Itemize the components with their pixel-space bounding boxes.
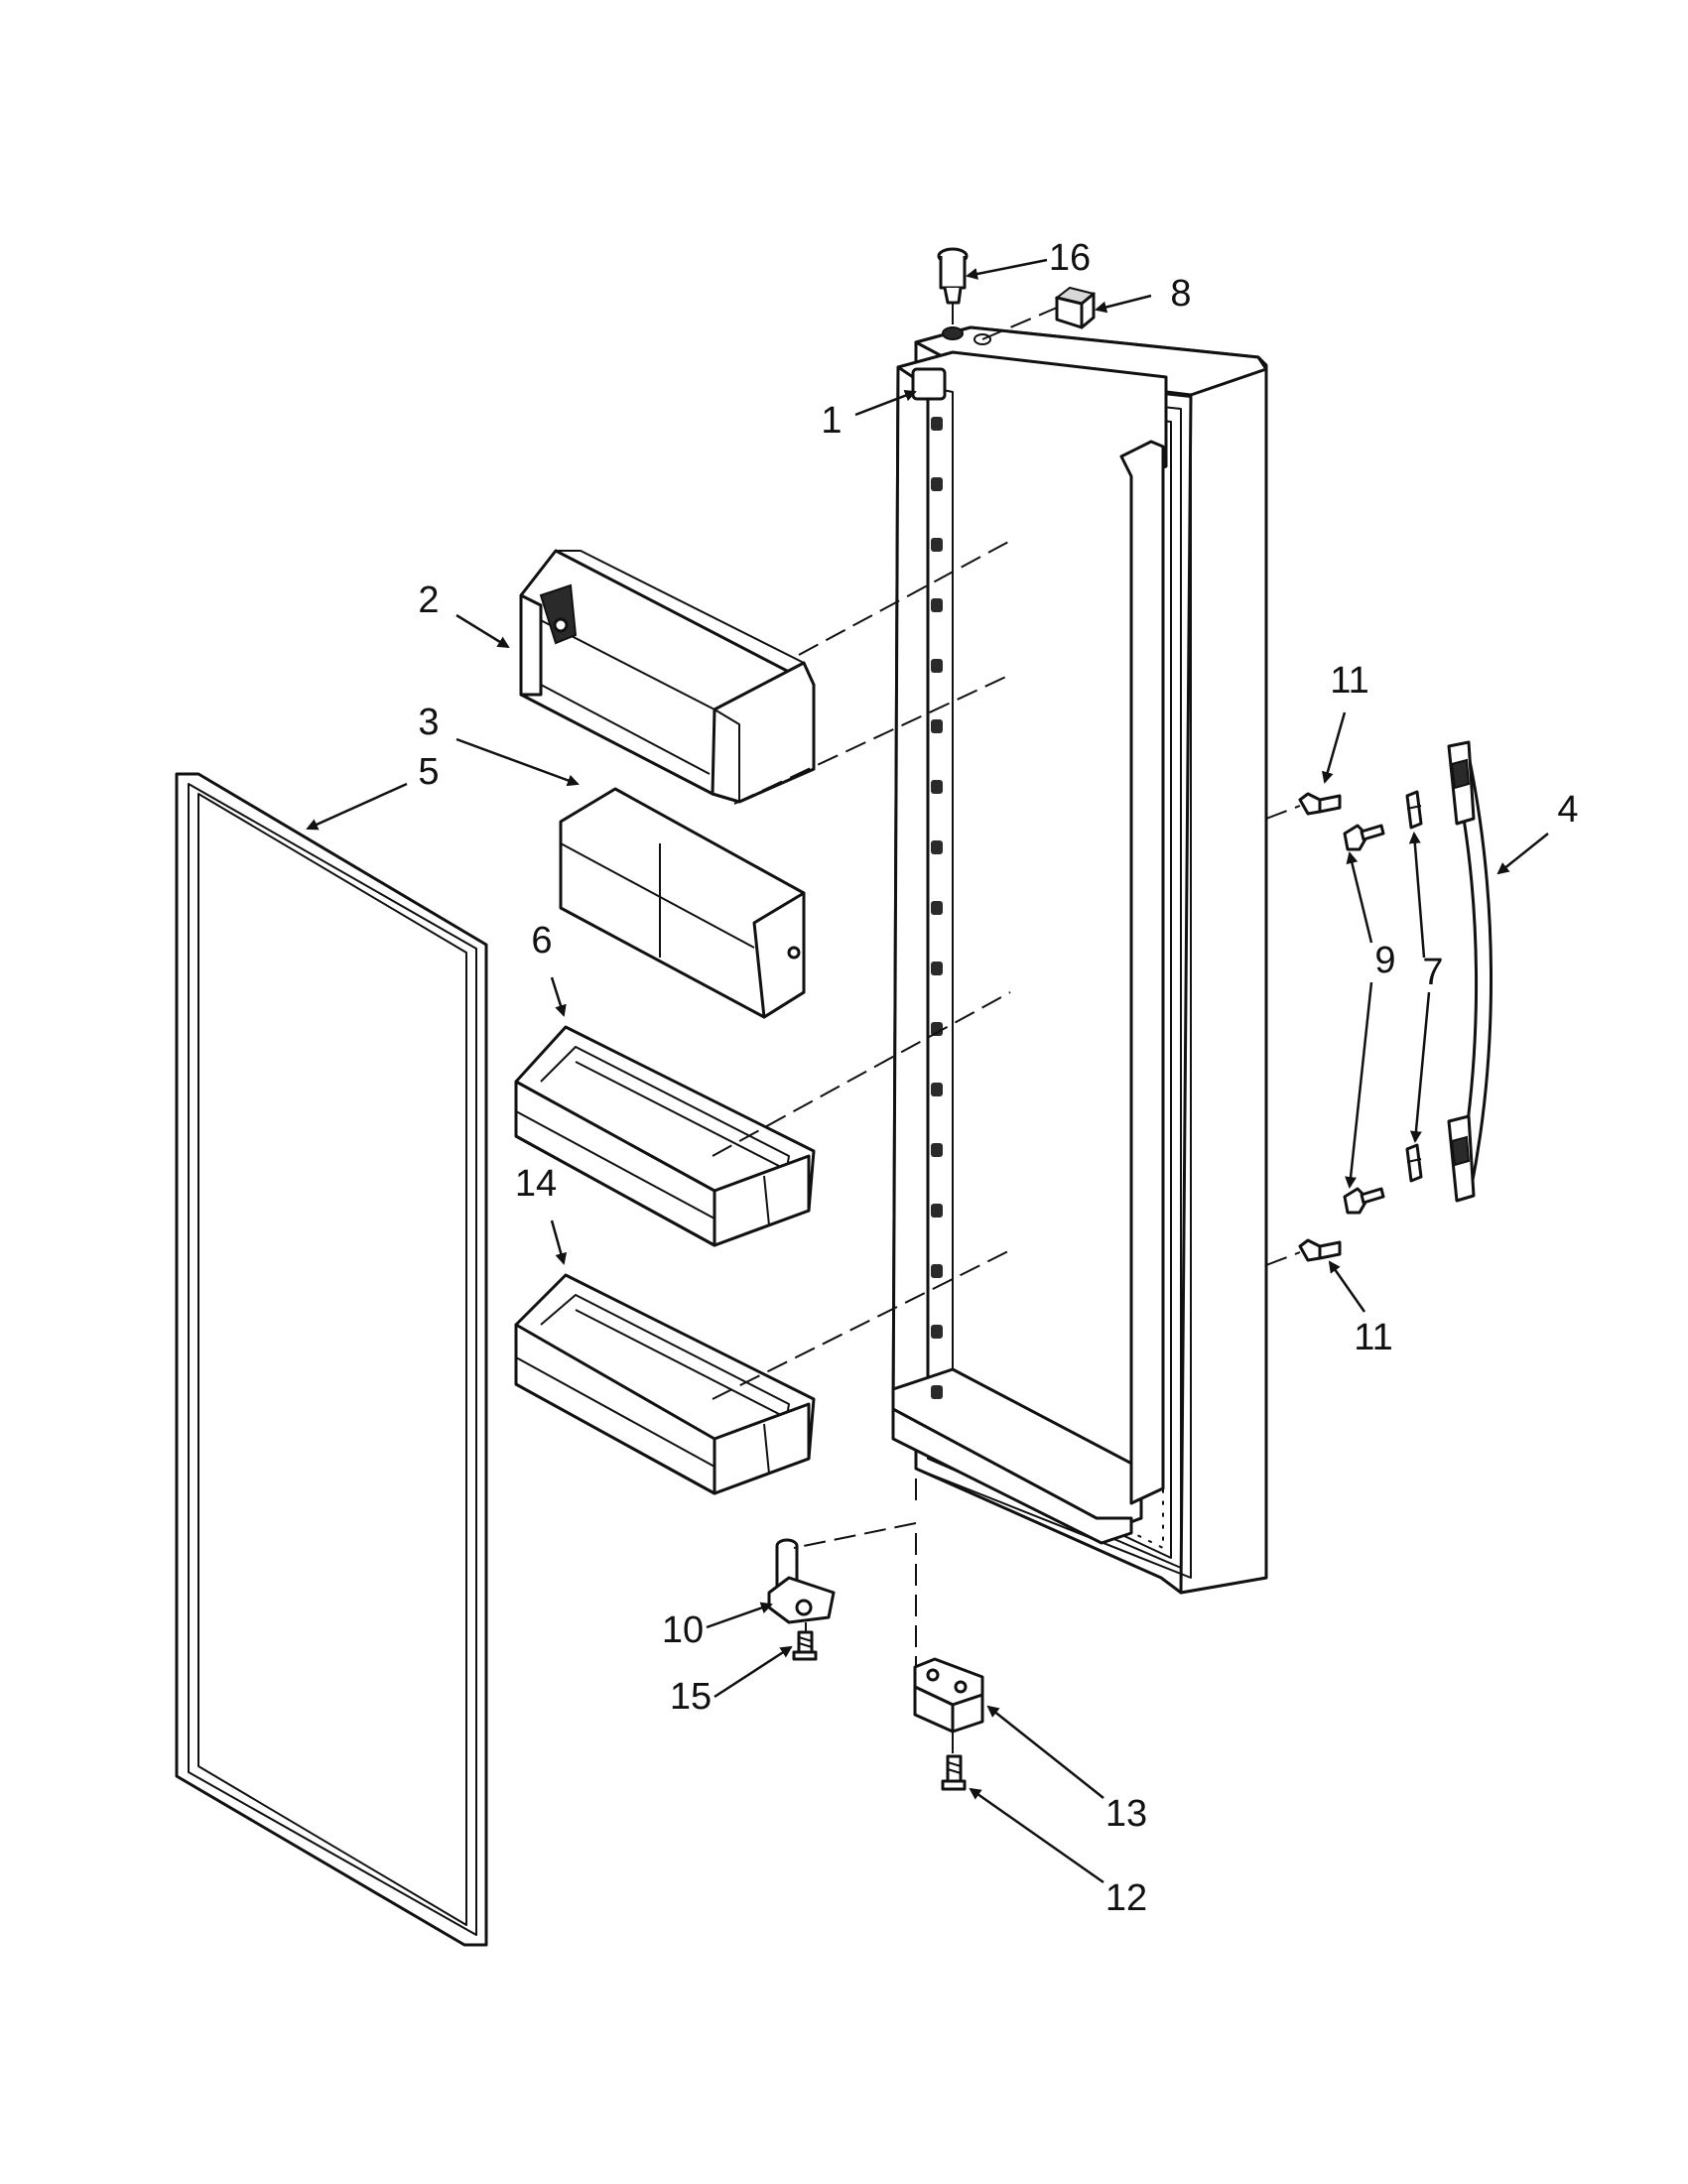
dimple [931,780,943,794]
hinge-cover-label [1054,286,1097,329]
dimple [931,477,943,491]
door-dimples [931,417,943,1399]
door-handle [1447,740,1493,1203]
dimple [931,1385,943,1399]
dimple [931,598,943,612]
dimple [931,901,943,915]
callout-14: 14 [515,1163,557,1205]
handle-clip-lower [1405,1143,1423,1183]
dairy-door [559,787,806,1019]
callout-8: 8 [1170,273,1191,315]
dairy-bin [519,549,816,804]
leader-lines [306,258,1549,1884]
callout-9: 9 [1374,940,1395,981]
dimple [931,1325,943,1339]
callout-13: 13 [1105,1793,1147,1835]
dimple [931,962,943,975]
callout-3: 3 [418,702,439,743]
callout-6: 6 [531,920,552,962]
callout-10: 10 [662,1609,704,1651]
door-bin-lower [514,1273,816,1495]
callout-labels: 16 8 1 2 3 5 6 14 4 11 9 7 11 10 15 13 1… [418,237,1578,1919]
handle-screw-lower [1343,1187,1385,1215]
dimple [931,659,943,673]
dimple [931,538,943,552]
dimple [931,1204,943,1218]
dimple [931,1264,943,1278]
dimple [931,1143,943,1157]
assembly-lines [712,303,1301,1756]
dimple [931,1022,943,1036]
callout-11-lower: 11 [1354,1317,1392,1358]
handle-screw-upper [1343,824,1385,851]
callout-4: 4 [1557,789,1578,831]
callout-2: 2 [418,579,439,621]
handle-mount-screw-upper [1298,792,1342,816]
door-gasket [175,772,488,1947]
door-liner [891,325,1268,1595]
hinge-pin-screw [792,1630,818,1661]
hinge-bracket [913,1657,984,1734]
dimple [931,719,943,733]
hinge-bracket-screw [941,1754,967,1791]
dimple [931,1083,943,1096]
callout-11-upper: 11 [1330,660,1368,702]
callout-5: 5 [418,751,439,793]
callout-16: 16 [1049,237,1091,279]
callout-7: 7 [1422,952,1443,993]
hinge-pin [767,1538,836,1624]
door-bin-upper [514,1025,816,1247]
dimple [931,840,943,854]
callout-1: 1 [821,400,842,442]
hinge-plug [937,247,969,305]
callout-15: 15 [670,1676,712,1718]
handle-mount-screw-lower [1298,1238,1342,1262]
dimple [931,417,943,431]
callout-12: 12 [1105,1877,1147,1919]
handle-clip-upper [1405,790,1423,830]
